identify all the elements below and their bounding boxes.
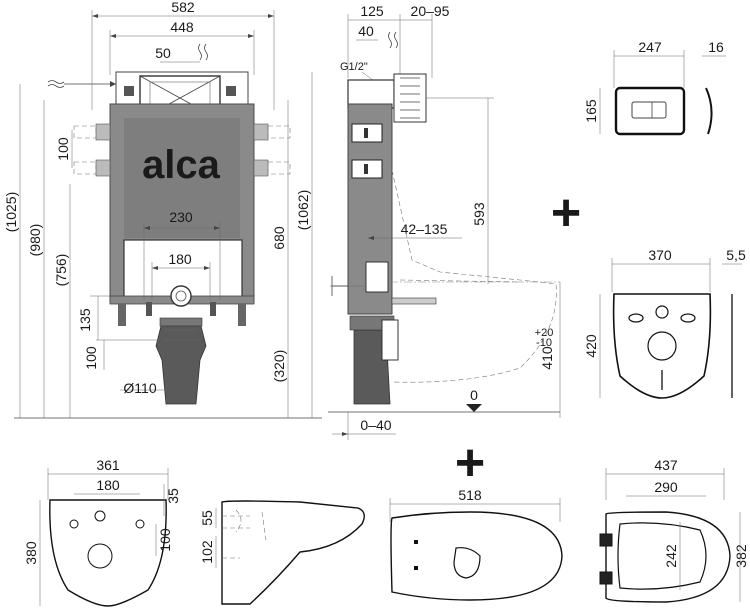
dim-height-680: 680 [271, 226, 287, 250]
dim-seat-inner-290: 290 [654, 479, 678, 495]
floor-zero-label: 0 [470, 387, 478, 403]
toilet-side-view: 55 102 [199, 500, 365, 605]
thread-label: G1/2" [340, 61, 368, 73]
dim-height-593: 593 [471, 202, 487, 226]
dim-frame-inner-448: 448 [170, 19, 194, 35]
seat-top-view: 437 290 242 382 [599, 457, 749, 603]
dim-depth-40: 40 [358, 23, 374, 39]
dim-height-410: 410 [539, 346, 555, 370]
dim-toilet-height-380: 380 [23, 541, 39, 565]
dim-135: 135 [77, 308, 93, 332]
dim-hole-spacing-180: 180 [96, 477, 120, 493]
frame-front-view: 582 448 50 alca [3, 0, 322, 419]
dim-seat-inner-242: 242 [663, 544, 679, 568]
dim-pad-width-370: 370 [648, 247, 672, 263]
dim-offset-55: 55 [199, 510, 215, 526]
dim-toilet-length-518: 518 [458, 487, 482, 503]
flush-plate-view: 247 16 165 [583, 39, 726, 136]
dim-tol-plus: +20 [535, 327, 554, 339]
dim-seat-width-437: 437 [654, 457, 678, 473]
dim-depth-125: 125 [360, 3, 384, 19]
dim-tol-minus: -10 [536, 337, 552, 349]
alca-logo: alca [142, 143, 221, 187]
dim-height-1025: (1025) [3, 192, 19, 232]
dim-100-bottom: 100 [83, 346, 99, 370]
dim-side-100-toilet: 100 [157, 528, 173, 552]
dim-plate-depth-16: 16 [708, 39, 724, 55]
dim-height-756: (756) [53, 254, 69, 287]
plus-sign-1: + [551, 184, 581, 242]
sound-pad-view: 370 5,5 420 [583, 247, 746, 399]
toilet-top-view: 518 [389, 487, 563, 601]
dim-toilet-width-361: 361 [96, 457, 120, 473]
dim-top-35: 35 [165, 488, 181, 504]
frame-side-view: 125 20–95 40 G1/2" 593 42–135 [328, 3, 561, 440]
plus-sign-2: + [455, 434, 485, 492]
dim-range-0-40: 0–40 [360, 417, 391, 433]
dim-plate-height-165: 165 [583, 99, 599, 123]
dim-seat-height-382: 382 [733, 544, 749, 568]
dim-offset-102: 102 [199, 540, 215, 564]
dim-depth-20-95: 20–95 [411, 3, 450, 19]
dim-plate-width-247: 247 [638, 39, 662, 55]
toilet-back-view: 361 180 35 100 380 [23, 457, 181, 607]
dim-bolt-230: 230 [169, 209, 193, 225]
dim-pad-thickness: 5,5 [726, 247, 746, 263]
dim-range-42-135: 42–135 [401, 221, 448, 237]
dim-height-980: (980) [27, 224, 43, 257]
dim-height-320: (320) [271, 350, 287, 383]
dim-side-100: 100 [55, 137, 71, 161]
dim-bolt-180: 180 [168, 251, 192, 267]
dim-drain-110: Ø110 [123, 380, 156, 396]
dim-flush-50: 50 [155, 45, 171, 61]
dim-height-1062: (1062) [295, 190, 311, 230]
dim-frame-width-582: 582 [171, 0, 195, 15]
dim-pad-height-420: 420 [583, 334, 599, 358]
